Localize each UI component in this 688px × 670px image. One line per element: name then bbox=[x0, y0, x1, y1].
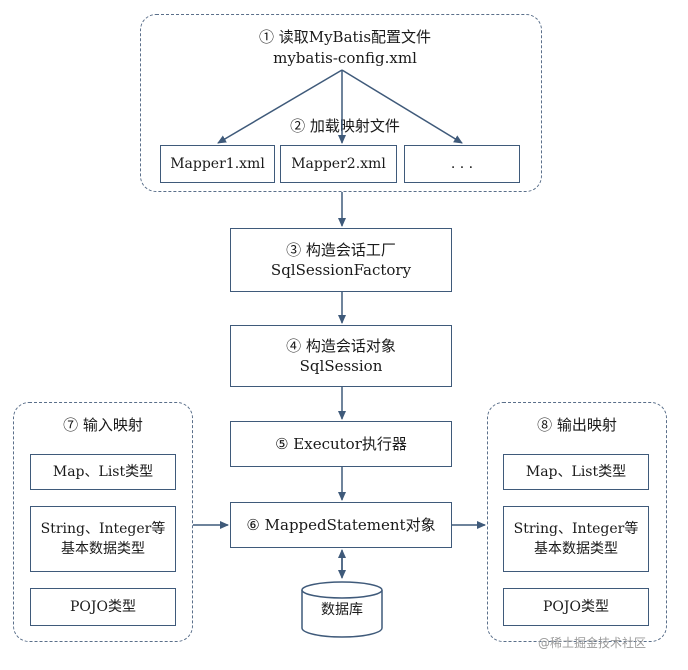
input-string-integer-box: String、Integer等 基本数据类型 bbox=[30, 506, 176, 572]
config-file-label: mybatis-config.xml bbox=[273, 49, 417, 67]
input-pojo-label: POJO类型 bbox=[70, 599, 136, 615]
mapper-more-label: . . . bbox=[450, 156, 474, 172]
mapped-statement-label: ⑥ MappedStatement对象 bbox=[246, 516, 436, 534]
input-map-list-box: Map、List类型 bbox=[30, 454, 176, 490]
mapper-more-box: . . . bbox=[404, 145, 520, 183]
mapper2-box: Mapper2.xml bbox=[280, 145, 397, 183]
output-string-integer-line1: String、Integer等 bbox=[513, 521, 639, 537]
output-pojo-label: POJO类型 bbox=[543, 599, 609, 615]
output-mapping-group bbox=[487, 402, 667, 642]
database-label: 数据库 bbox=[321, 602, 363, 618]
arrow-config-to-mapper-more bbox=[341, 69, 463, 144]
input-string-integer-line2: 基本数据类型 bbox=[61, 541, 145, 557]
executor-label: ⑤ Executor执行器 bbox=[275, 435, 407, 453]
input-mapping-title: ⑦ 输入映射 bbox=[63, 416, 143, 434]
mapper-step-label: ② 加载映射文件 bbox=[270, 116, 420, 136]
factory-line2: SqlSessionFactory bbox=[270, 261, 412, 279]
config-step-label: ① 读取MyBatis配置文件 bbox=[258, 28, 432, 46]
input-mapping-group bbox=[13, 402, 193, 642]
output-string-integer-box: String、Integer等 基本数据类型 bbox=[503, 506, 649, 572]
watermark: @稀土掘金技术社区 bbox=[538, 636, 647, 650]
output-string-integer-line2: 基本数据类型 bbox=[534, 541, 618, 557]
session-line2: SqlSession bbox=[299, 357, 383, 375]
output-map-list-label: Map、List类型 bbox=[525, 464, 627, 480]
database-icon bbox=[301, 581, 383, 638]
config-group bbox=[140, 14, 542, 192]
factory-box: ③ 构造会话工厂 SqlSessionFactory bbox=[230, 228, 452, 292]
arrow-config-to-mapper1 bbox=[217, 69, 343, 144]
session-line1: ④ 构造会话对象 bbox=[286, 337, 396, 355]
output-mapping-title: ⑧ 输出映射 bbox=[537, 416, 617, 434]
mapped-statement-box: ⑥ MappedStatement对象 bbox=[230, 502, 452, 548]
input-string-integer-line1: String、Integer等 bbox=[40, 521, 166, 537]
factory-line1: ③ 构造会话工厂 bbox=[286, 241, 396, 259]
mapper1-box: Mapper1.xml bbox=[160, 145, 275, 183]
executor-box: ⑤ Executor执行器 bbox=[230, 421, 452, 467]
input-map-list-label: Map、List类型 bbox=[52, 464, 154, 480]
session-box: ④ 构造会话对象 SqlSession bbox=[230, 325, 452, 387]
mapper1-label: Mapper1.xml bbox=[170, 156, 265, 172]
input-pojo-box: POJO类型 bbox=[30, 588, 176, 626]
output-map-list-box: Map、List类型 bbox=[503, 454, 649, 490]
output-pojo-box: POJO类型 bbox=[503, 588, 649, 626]
mapper2-label: Mapper2.xml bbox=[291, 156, 386, 172]
